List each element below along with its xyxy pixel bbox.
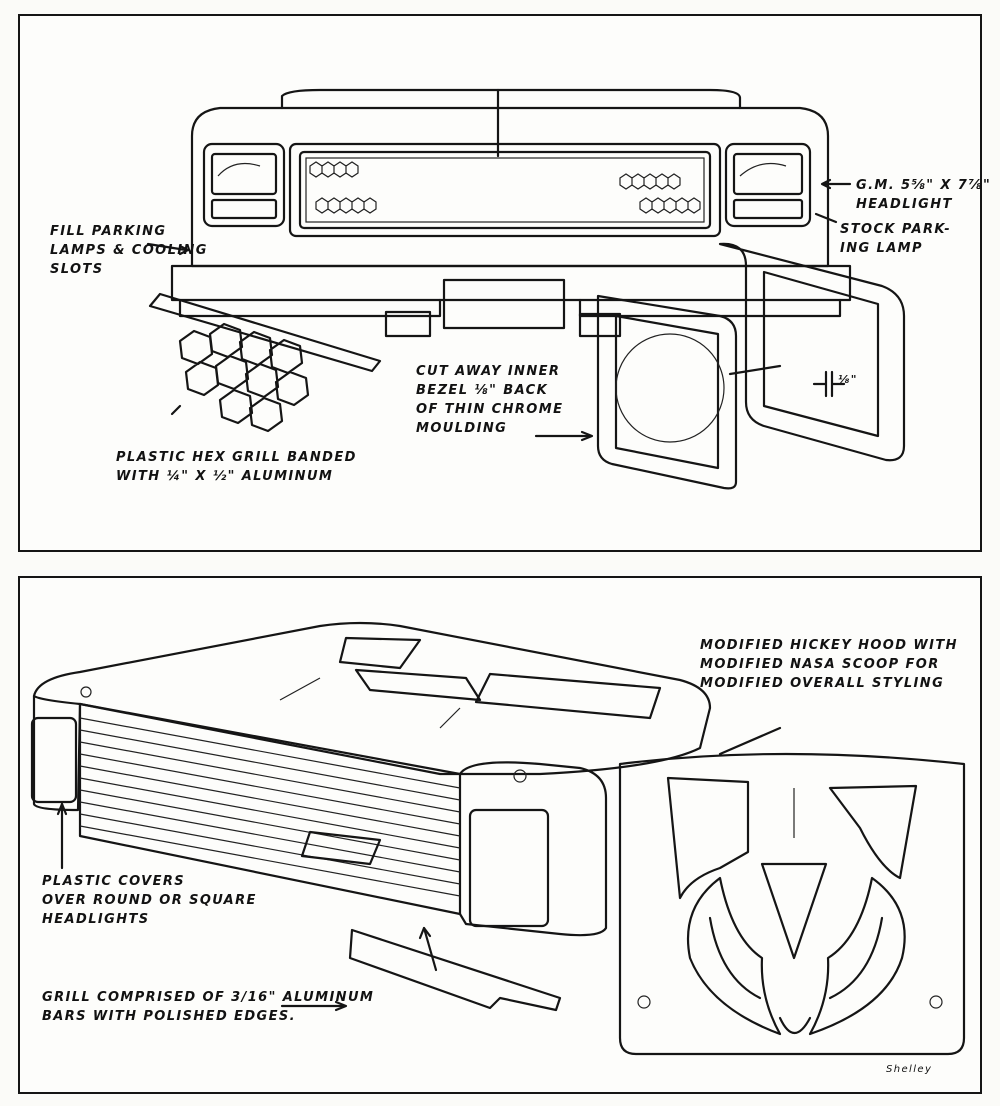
marker [513, 769, 527, 783]
bottom-illustration-panel: MODIFIED HICKEY HOOD WITH MODIFIED NASA … [18, 576, 982, 1094]
label-line: BEZEL ⅛" BACK [416, 383, 549, 398]
hex-grill-detail [148, 292, 382, 433]
label-parking-lamp: STOCK PARK- ING LAMP [840, 220, 951, 258]
hood-panel-detail [618, 752, 966, 1056]
headlight-bezel-outer [718, 242, 906, 462]
lower-lamp-left [384, 310, 432, 338]
label-grill-bars: GRILL COMPRISED OF 3/16" ALUMINUM BARS W… [42, 988, 374, 1026]
headlight-bezel-inner [596, 294, 738, 490]
hex-mesh-right [619, 173, 701, 214]
grill-surround [288, 142, 722, 238]
hood-edge [280, 88, 742, 110]
top-illustration-panel: FILL PARKING LAMPS & COOLING SLOTS G.M. … [18, 14, 990, 552]
hood-top [32, 621, 712, 776]
left-headlight [202, 142, 286, 228]
loose-grill-bar [348, 928, 562, 1012]
right-fender [458, 761, 608, 937]
label-line: MODIFIED NASA SCOOP FOR [700, 657, 940, 672]
leader-lines [146, 178, 852, 442]
label-hood: MODIFIED HICKEY HOOD WITH MODIFIED NASA … [700, 636, 958, 693]
label-line: HEADLIGHTS [42, 912, 150, 927]
label-line: CUT AWAY INNER [416, 364, 561, 379]
label-line: HEADLIGHT [856, 197, 953, 212]
label-covers: PLASTIC COVERS OVER ROUND OR SQUARE HEAD… [42, 872, 257, 929]
hood-drawing [30, 621, 966, 1056]
hex-mesh-left [309, 161, 377, 214]
label-line: FILL PARKING [50, 224, 167, 239]
label-line: GRILL COMPRISED OF 3/16" ALUMINUM [42, 990, 375, 1005]
label-line: SLOTS [50, 262, 104, 277]
front-body [190, 106, 830, 268]
label-cut-away: CUT AWAY INNER BEZEL ⅛" BACK OF THIN CHR… [416, 362, 563, 438]
label-dimension: ⅛" [838, 373, 858, 386]
leader-lines [56, 726, 782, 1012]
license-plate-recess [442, 278, 566, 330]
front-end-drawing [146, 88, 906, 490]
grill-emblem [300, 830, 382, 866]
label-line: MODIFIED HICKEY HOOD WITH [700, 638, 958, 653]
right-headlight [724, 142, 812, 228]
artist-signature: Shelley [886, 1064, 933, 1075]
pinstripe-flame-design [686, 862, 906, 1036]
label-line: MODIFIED OVERALL STYLING [700, 676, 945, 691]
label-line: LAMPS & COOLING [50, 243, 208, 258]
scoop-front [474, 672, 662, 720]
left-headlight-cover [30, 716, 78, 804]
label-line: PLASTIC HEX GRILL BANDED [116, 450, 357, 465]
lower-lamp-right [578, 312, 622, 338]
label-line: G.M. 5⅝" x 7⅞" [856, 178, 992, 193]
bumper [170, 264, 852, 302]
label-headlight: G.M. 5⅝" x 7⅞" HEADLIGHT [856, 176, 991, 214]
grill-bars [79, 717, 461, 897]
label-line: OF THIN CHROME [416, 402, 564, 417]
label-fill-parking: FILL PARKING LAMPS & COOLING SLOTS [50, 222, 208, 279]
label-line: WITH ¼" x ½" ALUMINUM [116, 469, 334, 484]
left-fender [32, 694, 82, 812]
label-line: OVER ROUND OR SQUARE [42, 893, 257, 908]
label-line: BARS WITH POLISHED EDGES. [42, 1009, 296, 1024]
scoop-rear [338, 636, 422, 670]
label-line: ING LAMP [840, 241, 923, 256]
label-line: PLASTIC COVERS [42, 874, 186, 889]
right-headlight-cover [468, 808, 550, 928]
label-line: MOULDING [416, 421, 508, 436]
label-line: STOCK PARK- [840, 222, 952, 237]
label-hex-grill: PLASTIC HEX GRILL BANDED WITH ¼" x ½" AL… [116, 448, 357, 486]
